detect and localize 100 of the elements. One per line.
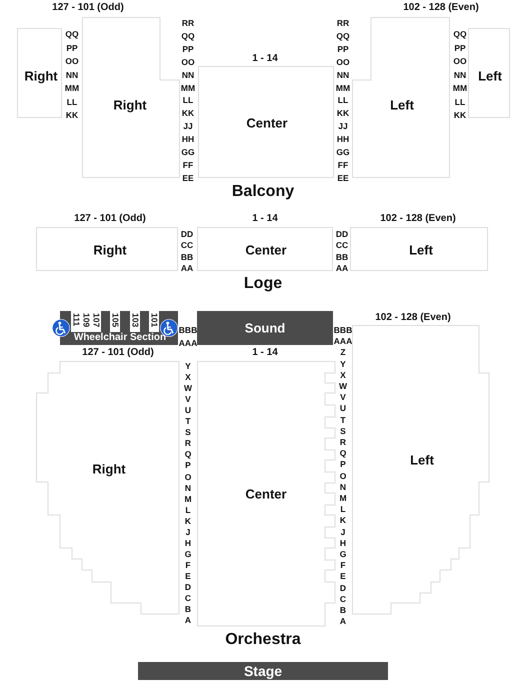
- seat-range: 102 - 128 (Even): [380, 214, 456, 224]
- row-letter: AA: [336, 264, 348, 272]
- seating-section: [36, 227, 178, 271]
- row-letter: DD: [336, 230, 348, 238]
- row-letter: AAA: [178, 338, 198, 348]
- row-letter: A: [184, 616, 192, 624]
- seat-range: 1 - 14: [252, 54, 278, 64]
- row-letter: H: [184, 538, 192, 548]
- row-letter: B: [340, 606, 346, 614]
- row-letter: D: [184, 582, 192, 592]
- section-label: Right: [93, 244, 127, 256]
- row-letter: HH: [182, 134, 194, 144]
- row-letter: N: [184, 483, 192, 492]
- seat-range: 1 - 14: [252, 214, 278, 224]
- seating-section: [17, 28, 62, 118]
- row-letter: L: [340, 504, 346, 514]
- row-letter: C: [184, 594, 192, 602]
- row-letter: A: [340, 616, 346, 626]
- row-letter: X: [185, 372, 191, 382]
- seating-section: [352, 325, 490, 615]
- seat-range: 127 - 101 (Odd): [82, 348, 154, 358]
- row-letter: GG: [181, 148, 195, 156]
- section-label: Right: [92, 462, 126, 476]
- seat-number: 109: [82, 313, 90, 328]
- row-letter: V: [185, 394, 191, 404]
- section-label: Left: [478, 70, 502, 82]
- row-letter: QQ: [453, 30, 467, 38]
- row-letter: O: [340, 471, 346, 480]
- wheelchair-space: [110, 311, 120, 332]
- seat-range: 102 - 128 (Even): [375, 313, 451, 323]
- row-letter: W: [338, 382, 348, 390]
- row-letter: PP: [66, 43, 78, 52]
- row-letter: Q: [340, 448, 346, 458]
- row-letter: P: [340, 460, 346, 469]
- row-letter: MM: [452, 84, 468, 92]
- row-letter: R: [340, 438, 346, 446]
- seat-number: 107: [92, 313, 100, 328]
- seating-section: [197, 361, 336, 627]
- seating-section: [197, 227, 333, 271]
- row-letter: KK: [182, 109, 194, 118]
- row-letter: U: [184, 406, 192, 414]
- row-letter: BB: [180, 252, 194, 261]
- row-letter: K: [340, 516, 346, 525]
- section-label: Left: [410, 454, 434, 466]
- row-letter: J: [340, 527, 346, 536]
- row-letter: MM: [180, 83, 196, 92]
- row-letter: KK: [454, 110, 466, 120]
- row-letter: JJ: [338, 122, 348, 130]
- row-letter: Y: [185, 362, 191, 370]
- section-label: Center: [245, 488, 287, 500]
- row-letter: E: [340, 572, 346, 581]
- row-letter: QQ: [65, 30, 79, 38]
- level-heading: Loge: [244, 276, 282, 292]
- row-letter: JJ: [183, 122, 193, 130]
- row-letter: K: [184, 516, 192, 525]
- seat-number: 111: [72, 313, 80, 326]
- seat-range: 127 - 101 (Odd): [52, 3, 124, 13]
- row-letter: OO: [453, 56, 467, 66]
- seating-section: [468, 28, 510, 118]
- row-letter: EE: [337, 174, 349, 182]
- row-letter: OO: [181, 57, 195, 66]
- seat-number: 101: [150, 313, 158, 328]
- seating-section: [82, 17, 180, 178]
- row-letter: G: [184, 550, 192, 558]
- level-heading: Balcony: [232, 184, 294, 200]
- row-letter: O: [184, 472, 192, 481]
- seat-range: 127 - 101 (Odd): [74, 214, 146, 224]
- row-letter: M: [184, 494, 192, 503]
- level-heading: Orchestra: [225, 632, 301, 648]
- row-letter: CC: [336, 241, 348, 250]
- row-letter: MM: [64, 84, 80, 92]
- row-letter: B: [184, 604, 192, 614]
- sound-booth: [197, 311, 333, 345]
- row-letter: T: [340, 415, 346, 424]
- seat-number: 103: [130, 313, 140, 328]
- row-letter: U: [340, 404, 346, 413]
- row-letter: KK: [66, 110, 78, 120]
- row-letter: NN: [66, 70, 78, 79]
- row-letter: FF: [182, 160, 194, 170]
- section-label: Left: [390, 98, 414, 112]
- row-letter: FF: [338, 160, 348, 170]
- row-letter: L: [185, 505, 191, 514]
- row-letter: N: [340, 482, 346, 492]
- row-letter: F: [185, 560, 191, 570]
- booth-label: Sound: [244, 322, 286, 334]
- row-letter: T: [185, 417, 191, 426]
- row-letter: BBB: [334, 326, 352, 334]
- row-letter: LL: [182, 96, 194, 105]
- row-letter: QQ: [181, 32, 195, 40]
- wheelchair-space: [149, 311, 159, 332]
- row-letter: OO: [65, 56, 79, 66]
- section-label: Right: [113, 98, 147, 112]
- seating-section: [198, 66, 334, 178]
- section-label: Center: [245, 244, 287, 256]
- wheelchair-platform: [60, 311, 178, 345]
- row-letter: H: [340, 538, 346, 548]
- row-letter: KK: [336, 109, 350, 118]
- row-letter: S: [185, 428, 191, 437]
- row-letter: RR: [336, 18, 350, 28]
- row-letter: F: [340, 560, 346, 570]
